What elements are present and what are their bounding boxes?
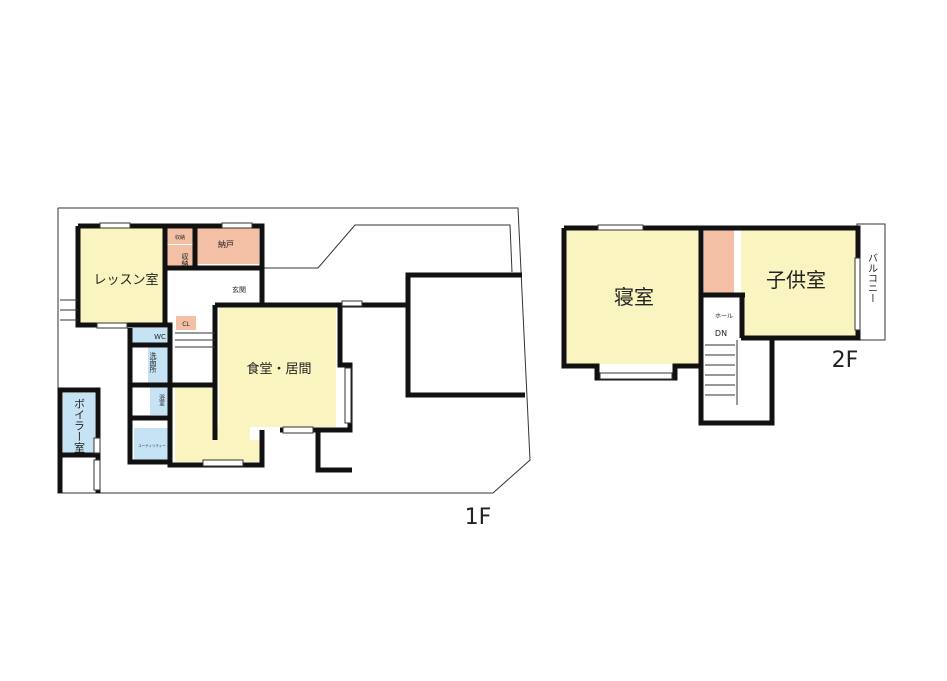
walls-1f xyxy=(57,223,525,493)
label-closet-room: 納戸 xyxy=(218,239,234,249)
windows-2f xyxy=(597,224,861,380)
label-hall: ホール xyxy=(715,313,733,320)
lesson-room xyxy=(80,228,165,325)
wc xyxy=(132,328,170,344)
floor-2f-label: 2F xyxy=(832,348,859,373)
label-storage: 収納 xyxy=(181,253,189,268)
closet-room xyxy=(195,228,259,264)
room-fills-2f xyxy=(566,223,886,364)
stairs-1f xyxy=(60,299,215,348)
label-balcony: バルコニー xyxy=(866,253,878,303)
label-entrance: 玄関 xyxy=(232,285,246,294)
floor-1f-label: 1F xyxy=(465,505,492,530)
storage xyxy=(166,245,194,267)
label-boiler: ボイラー室 xyxy=(73,398,86,453)
kitchen xyxy=(175,385,262,462)
boiler-room xyxy=(63,393,95,453)
label-down: DN xyxy=(715,329,727,338)
label-storage-small: 収納 xyxy=(175,234,185,241)
storage-small xyxy=(166,228,194,244)
label-lesson: レッスン室 xyxy=(93,272,158,288)
label-utility: ユーティリティー xyxy=(138,443,166,448)
label-washroom: 洗面所 xyxy=(149,351,157,374)
stairs-2f xyxy=(705,340,738,405)
windows-1f xyxy=(93,222,363,491)
label-dining-living: 食堂・居間 xyxy=(246,361,311,377)
label-bath: 浴室 xyxy=(158,393,165,406)
label-bedroom: 寝室 xyxy=(614,285,654,309)
label-wc: WC xyxy=(154,333,166,341)
room-fills-1f xyxy=(63,228,336,462)
label-kids-room: 子供室 xyxy=(766,268,826,292)
bath xyxy=(150,387,170,415)
cl xyxy=(176,316,196,330)
dining-living xyxy=(219,307,336,427)
utility xyxy=(134,428,170,462)
label-cl: CL xyxy=(182,321,190,328)
washroom xyxy=(148,346,170,384)
